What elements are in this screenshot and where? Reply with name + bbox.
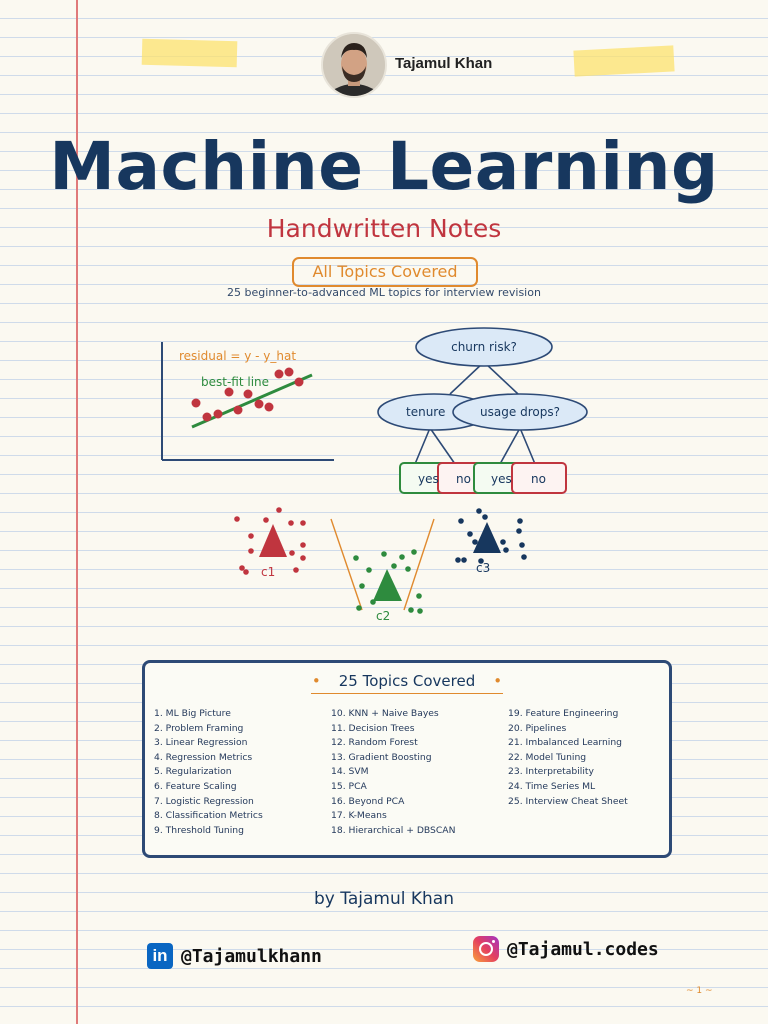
bullet-icon: • [493, 672, 503, 690]
regression-sketch: residual = y - y_hat best-fit line [161, 342, 334, 461]
notebook-margin-line [76, 0, 78, 1024]
centroid-c2 [373, 569, 402, 601]
leaf-no-1: no [456, 472, 471, 486]
list-item: 13. Gradient Boosting [331, 751, 432, 763]
byline: by Tajamul Khan [314, 889, 454, 909]
list-item: 19. Feature Engineering [508, 708, 619, 719]
tagline: 25 beginner-to-advanced ML topics for in… [227, 286, 541, 299]
cluster-c3-points [455, 508, 527, 564]
list-item: 15. PCA [331, 780, 367, 792]
list-item: 24. Time Series ML [508, 780, 596, 792]
list-item: 14. SVM [331, 766, 369, 778]
topics-panel: • 25 Topics Covered • 1. ML Big Picture 2.… [142, 660, 672, 858]
linkedin-link[interactable]: in @Tajamulkhann [147, 943, 322, 969]
list-item: 10. KNN + Naive Bayes [331, 708, 439, 719]
cluster-c2-label: c2 [376, 609, 390, 623]
list-item: 23. Interpretability [508, 766, 594, 778]
cluster-c2-points [353, 549, 423, 614]
list-item: 9. Threshold Tuning [154, 824, 244, 836]
topics-column-2: 10. KNN + Naive Bayes 11. Decision Trees… [331, 707, 455, 838]
list-item: 17. K-Means [331, 810, 387, 822]
regression-points [191, 367, 304, 422]
topics-title-underline [311, 693, 503, 694]
list-item: 18. Hierarchical + DBSCAN [331, 824, 456, 836]
page-subtitle: Handwritten Notes [266, 214, 502, 243]
instagram-link[interactable]: @Tajamul.codes [473, 936, 659, 962]
list-item: 2. Problem Framing [154, 722, 244, 734]
ml-sketches: residual = y - y_hat best-fit line churn… [161, 327, 588, 623]
tree-root-label: churn risk? [451, 340, 517, 354]
topics-column-1: 1. ML Big Picture 2. Problem Framing 3. … [154, 707, 263, 838]
centroid-c1 [259, 524, 287, 557]
tree-left-label: tenure [406, 405, 445, 419]
list-item: 7. Logistic Regression [154, 795, 254, 807]
decision-tree-sketch: churn risk? tenure usage drops? yes no y… [377, 327, 588, 494]
list-item: 25. Interview Cheat Sheet [508, 795, 628, 807]
topics-badge: All Topics Covered [292, 257, 478, 287]
list-item: 11. Decision Trees [331, 722, 415, 734]
leaf-yes-2: yes [491, 472, 512, 486]
author-name: Tajamul Khan [395, 55, 493, 72]
list-item: 22. Model Tuning [508, 751, 587, 763]
list-item: 21. Imbalanced Learning [508, 737, 622, 749]
topics-column-3: 19. Feature Engineering 20. Pipelines 21… [508, 707, 628, 809]
linkedin-icon: in [147, 943, 173, 969]
list-item: 8. Classification Metrics [154, 810, 263, 822]
list-item: 3. Linear Regression [154, 737, 248, 749]
bullet-icon: • [311, 672, 321, 690]
list-item: 4. Regression Metrics [154, 751, 253, 763]
cluster-c1-points [234, 507, 306, 575]
topics-title-text: 25 Topics Covered [338, 672, 476, 690]
clustering-sketch: c1 c2 c3 [234, 507, 527, 623]
tree-right-label: usage drops? [480, 405, 560, 419]
list-item: 1. ML Big Picture [154, 708, 231, 719]
instagram-icon [473, 936, 499, 962]
linkedin-handle: @Tajamulkhann [181, 945, 322, 967]
fit-label: best-fit line [201, 375, 269, 389]
list-item: 12. Random Forest [331, 737, 418, 749]
page-title: Machine Learning [49, 128, 719, 205]
tape-strip-left [141, 38, 238, 68]
list-item: 20. Pipelines [508, 722, 567, 734]
list-item: 5. Regularization [154, 766, 232, 778]
topics-title: • 25 Topics Covered • [145, 672, 669, 690]
cluster-c1-label: c1 [261, 565, 275, 579]
best-fit-line [191, 373, 313, 429]
list-item: 6. Feature Scaling [154, 780, 237, 792]
instagram-handle: @Tajamul.codes [507, 938, 659, 960]
leaf-no-2: no [531, 472, 546, 486]
page-number: ~ 1 ~ [686, 986, 713, 996]
centroid-c3 [473, 522, 501, 553]
list-item: 16. Beyond PCA [331, 795, 405, 807]
author-avatar [321, 32, 387, 98]
leaf-yes-1: yes [418, 472, 439, 486]
tape-strip-right [573, 45, 675, 77]
residual-label: residual = y - y_hat [179, 349, 296, 363]
cluster-c3-label: c3 [476, 561, 490, 575]
